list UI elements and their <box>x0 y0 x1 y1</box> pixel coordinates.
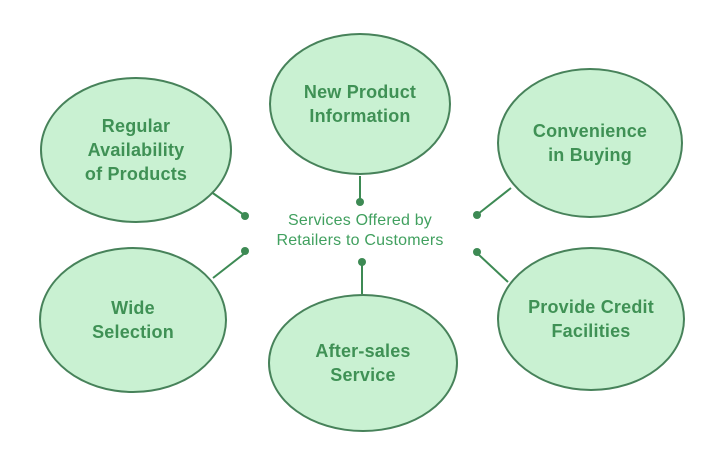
node-label-line: New Product <box>303 82 417 102</box>
node-label-line: Selection <box>92 322 174 342</box>
node-label: Wide Selection <box>92 296 174 344</box>
node-provide-credit-facilities: Provide Credit Facilities <box>497 247 685 391</box>
diagram-title-line: Retailers to Customers <box>276 232 444 249</box>
node-label-line: in Buying <box>548 145 632 165</box>
node-label-line: Wide <box>111 298 155 318</box>
node-label: Provide Credit Facilities <box>528 295 654 343</box>
node-label: Convenience in Buying <box>533 119 647 167</box>
node-label-line: After-sales <box>315 341 411 361</box>
node-label-line: Service <box>330 365 396 385</box>
node-label: After-sales Service <box>315 339 410 387</box>
diagram-title-line: Services Offered by <box>287 212 432 229</box>
node-wide-selection: Wide Selection <box>39 247 227 393</box>
connector-bottom-right <box>473 248 509 283</box>
node-after-sales-service: After-sales Service <box>268 294 458 432</box>
connector-top-center <box>356 176 364 206</box>
connector-bottom-left <box>212 247 249 279</box>
node-label-line: Regular <box>101 116 171 136</box>
node-label-line: Facilities <box>551 321 631 341</box>
node-new-product-information: New Product Information <box>269 33 451 175</box>
node-label: New Product Information <box>304 80 416 128</box>
node-label-line: of Products <box>84 164 188 184</box>
connector-dot <box>241 212 249 220</box>
connector-dot <box>473 211 481 219</box>
connector-top-left <box>206 188 249 220</box>
node-label-line: Information <box>309 106 411 126</box>
connector-line <box>477 253 509 283</box>
node-label-line: Availability <box>87 140 185 160</box>
connector-line <box>477 187 512 215</box>
connector-dot <box>473 248 481 256</box>
connector-dot <box>356 198 364 206</box>
connector-dot <box>241 247 249 255</box>
node-label-line: Provide Credit <box>528 297 654 317</box>
connector-dot <box>358 258 366 266</box>
connector-top-right <box>473 187 512 219</box>
node-convenience-in-buying: Convenience in Buying <box>497 68 683 218</box>
diagram-title: Services Offered by Retailers to Custome… <box>250 211 470 251</box>
connector-line <box>212 252 246 279</box>
node-label: Regular Availability of Products <box>85 114 187 186</box>
node-regular-availability-of-products: Regular Availability of Products <box>40 77 232 223</box>
node-label-line: Convenience <box>532 121 648 141</box>
connector-bottom-center <box>358 258 366 294</box>
